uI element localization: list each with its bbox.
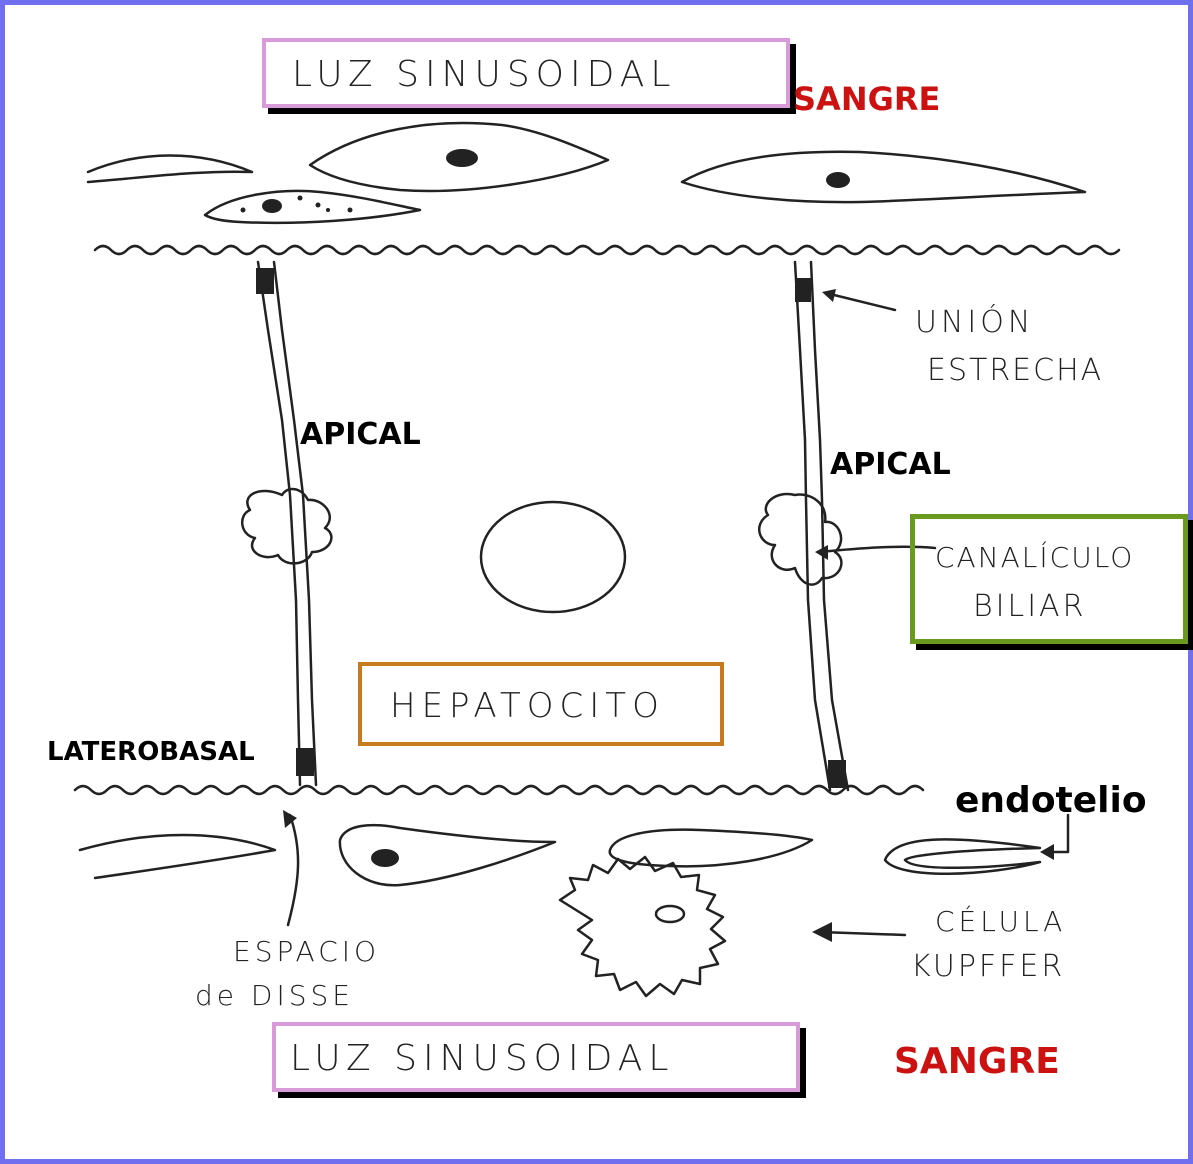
hepatocito-box: HEPATOCITO [358,662,724,746]
nucleus-top-4 [826,172,850,188]
tight-junction-left-top [256,268,274,294]
hepatocito-label: HEPATOCITO [390,686,665,726]
tight-junction-right-bottom [828,760,846,788]
union-label-line2: ESTRECHA [927,353,1103,388]
left-membrane-inner [274,262,316,785]
union-estrecha-label: UNIÓN ESTRECHA [915,305,1135,395]
arrow-espacio [288,815,298,925]
canaliculo-label-line2: BILIAR [973,589,1086,624]
canaliculo-label-line1: CANALÍCULO [935,541,1134,574]
right-membrane-outer [795,262,830,790]
endothelial-cell-top-3 [205,191,420,223]
apical-label-right: APICAL [830,447,951,482]
left-canaliculus [242,489,331,563]
laterobasal-label: LATEROBASAL [47,737,255,767]
espacio-label-line2: de DISSE [195,979,354,1012]
kupffer-label-line2: KUPFFER [911,949,1065,984]
espacio-label-line1: ESPACIO [233,935,380,968]
arrow-kupffer [820,932,905,935]
arrowhead-espacio [283,810,297,828]
kupffer-label-line1: CÉLULA [935,905,1066,938]
tight-junction-left-bottom [296,748,314,776]
celula-kupffer-label: CÉLULA KUPFFER [905,905,1135,995]
arrowhead-endotelio [1040,844,1054,860]
sinusoid-border-bottom [75,786,923,794]
sangre-label-bottom: SANGRE [894,1041,1060,1082]
right-canaliculus [759,494,841,585]
hepatocyte-nucleus [481,502,625,612]
nucleus-bottom-2 [371,849,399,867]
sinusoid-border-top [95,246,1119,254]
endothelial-cell-top-4 [682,152,1085,202]
apical-label-left: APICAL [300,417,421,452]
arrowhead-kupffer [812,922,832,942]
endotelio-label: endotelio [955,780,1147,821]
luz-sinusoidal-label-bottom: LUZ SINUSOIDAL [290,1038,674,1079]
sangre-label-top: SANGRE [793,80,940,118]
kupffer-cell [560,857,725,996]
nucleus-top-3 [262,199,282,213]
luz-sinusoidal-box-bottom: LUZ SINUSOIDAL [272,1022,800,1092]
endothelial-cell-bottom-1 [80,835,275,878]
nucleus-top-2 [446,149,478,167]
tight-junction-right-top [795,278,811,302]
arrow-union-estrecha [830,294,895,310]
endothelial-cell-top-1 [88,156,252,183]
luz-sinusoidal-label-top: LUZ SINUSOIDAL [292,54,676,95]
kupffer-nucleus [656,906,684,922]
arrowhead-union [822,289,836,302]
endothelial-cell-bottom-4 [885,839,1040,873]
union-label-line1: UNIÓN [915,305,1034,340]
arrowhead-canaliculo [815,545,828,560]
espacio-disse-label: ESPACIO de DISSE [195,935,425,1025]
luz-sinusoidal-box-top: LUZ SINUSOIDAL [262,38,790,108]
canaliculo-box: CANALÍCULO BILIAR [910,514,1188,644]
left-membrane-outer [258,262,300,785]
